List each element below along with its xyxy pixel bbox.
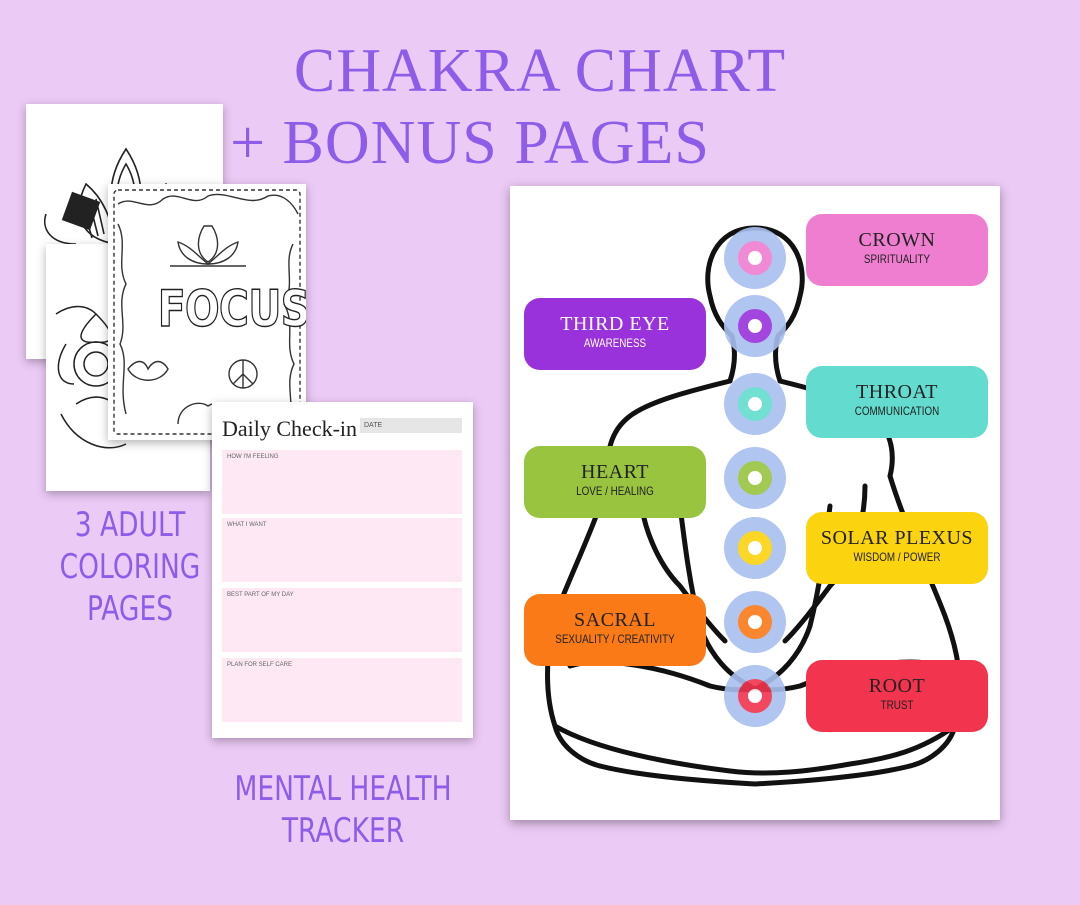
checkin-title: Daily Check-in [222,416,358,441]
chakra-meaning: LOVE / HEALING [576,484,654,498]
checkin-date-field: DATE [360,418,462,433]
coloring-caption-line2: COLORING [59,547,201,587]
chakra-name: ROOT [868,675,926,697]
chakra-meaning: AWARENESS [583,336,647,350]
chakra-meaning: WISDOM / POWER [853,550,941,564]
chakra-dot-crown [724,227,786,289]
checkin-box-want: WHAT I WANT [222,518,462,582]
chakra-dot-heart [724,447,786,509]
coloring-caption: 3 ADULT COLORING PAGES [52,504,208,630]
tracker-caption: MENTAL HEALTH TRACKER [234,768,452,852]
chakra-meaning: COMMUNICATION [854,404,940,418]
tracker-caption-line1: MENTAL HEALTH [234,769,452,809]
chakra-name: CROWN [858,229,936,251]
checkin-box-feeling: HOW I'M FEELING [222,450,462,514]
checkin-box-self-care: PLAN FOR SELF CARE [222,658,462,722]
chakra-dot-root [724,665,786,727]
daily-checkin-page: Daily Check-in DATE HOW I'M FEELING WHAT… [212,402,473,738]
coloring-caption-line1: 3 ADULT [74,505,186,545]
coloring-caption-line3: PAGES [86,589,174,629]
tracker-caption-line2: TRACKER [281,811,405,851]
chakra-dot-sacral [724,591,786,653]
mandala-illustration [44,147,174,245]
chakra-dot-throat [724,373,786,435]
chakra-meaning: TRUST [880,698,914,712]
chakra-meaning: SEXUALITY / CREATIVITY [555,632,675,646]
chakra-name: THIRD EYE [560,313,670,335]
chakra-meaning: SPIRITUALITY [863,252,931,266]
chakra-name: THROAT [856,381,938,403]
focus-word: FOCUS [157,279,306,338]
checkin-box-best-part: BEST PART OF MY DAY [222,588,462,652]
chakra-name: SACRAL [574,609,656,631]
main-title-line1: CHAKRA CHART [293,37,787,105]
chakra-name: SOLAR PLEXUS [820,527,974,549]
chakra-dot-third-eye [724,295,786,357]
chakra-dot-solar-plexus [724,517,786,579]
chakra-name: HEART [581,461,649,483]
coloring-page-focus: FOCUS [108,184,306,440]
main-title-line2: + BONUS PAGES [230,109,710,177]
focus-page-illustration [113,189,301,435]
